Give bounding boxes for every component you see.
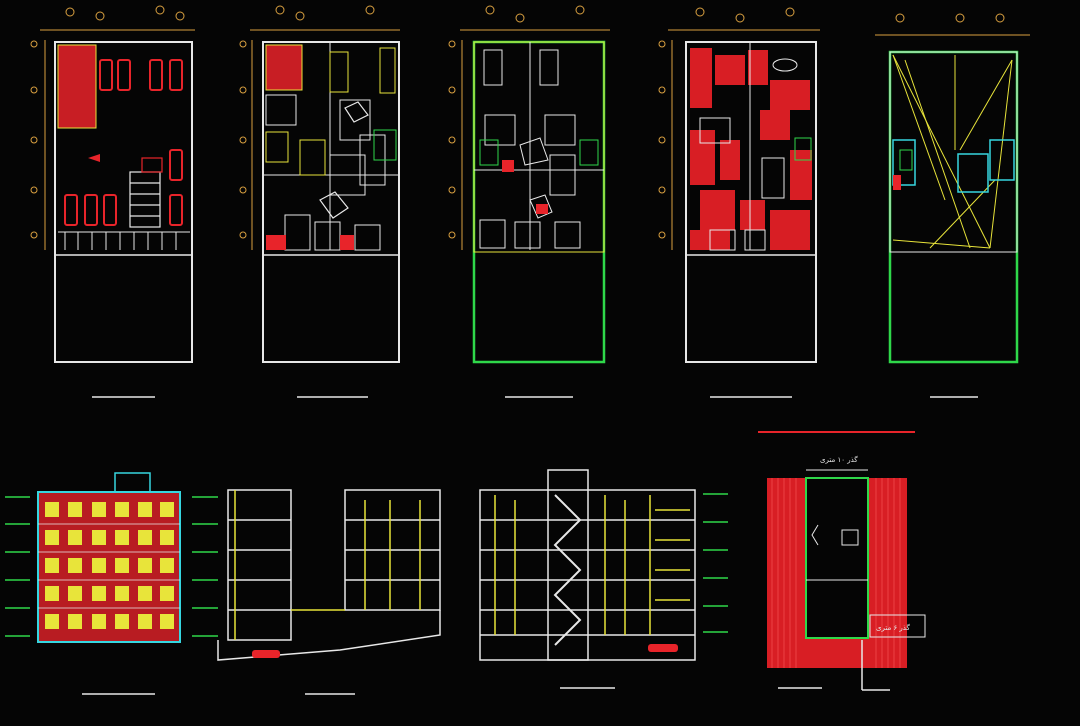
grid-markers — [30, 5, 1030, 250]
plan-ground-floor-parking — [54, 41, 193, 363]
site-plan — [758, 431, 926, 691]
view-title-marks — [82, 687, 822, 695]
site-plan-street-tag-east: گذر ۶ متری — [876, 623, 910, 632]
plan-furnished-floor — [685, 41, 817, 363]
section-a — [192, 489, 441, 661]
plan-first-floor — [262, 41, 400, 363]
elevation-front-facade — [5, 472, 181, 643]
plan-roof — [888, 50, 1019, 364]
plan-typical-floor — [472, 40, 606, 364]
site-plan-street-tag-north: گذر ۱۰ متری — [820, 455, 858, 464]
stair-zigzag — [553, 494, 582, 646]
section-b-stairs — [479, 469, 728, 661]
